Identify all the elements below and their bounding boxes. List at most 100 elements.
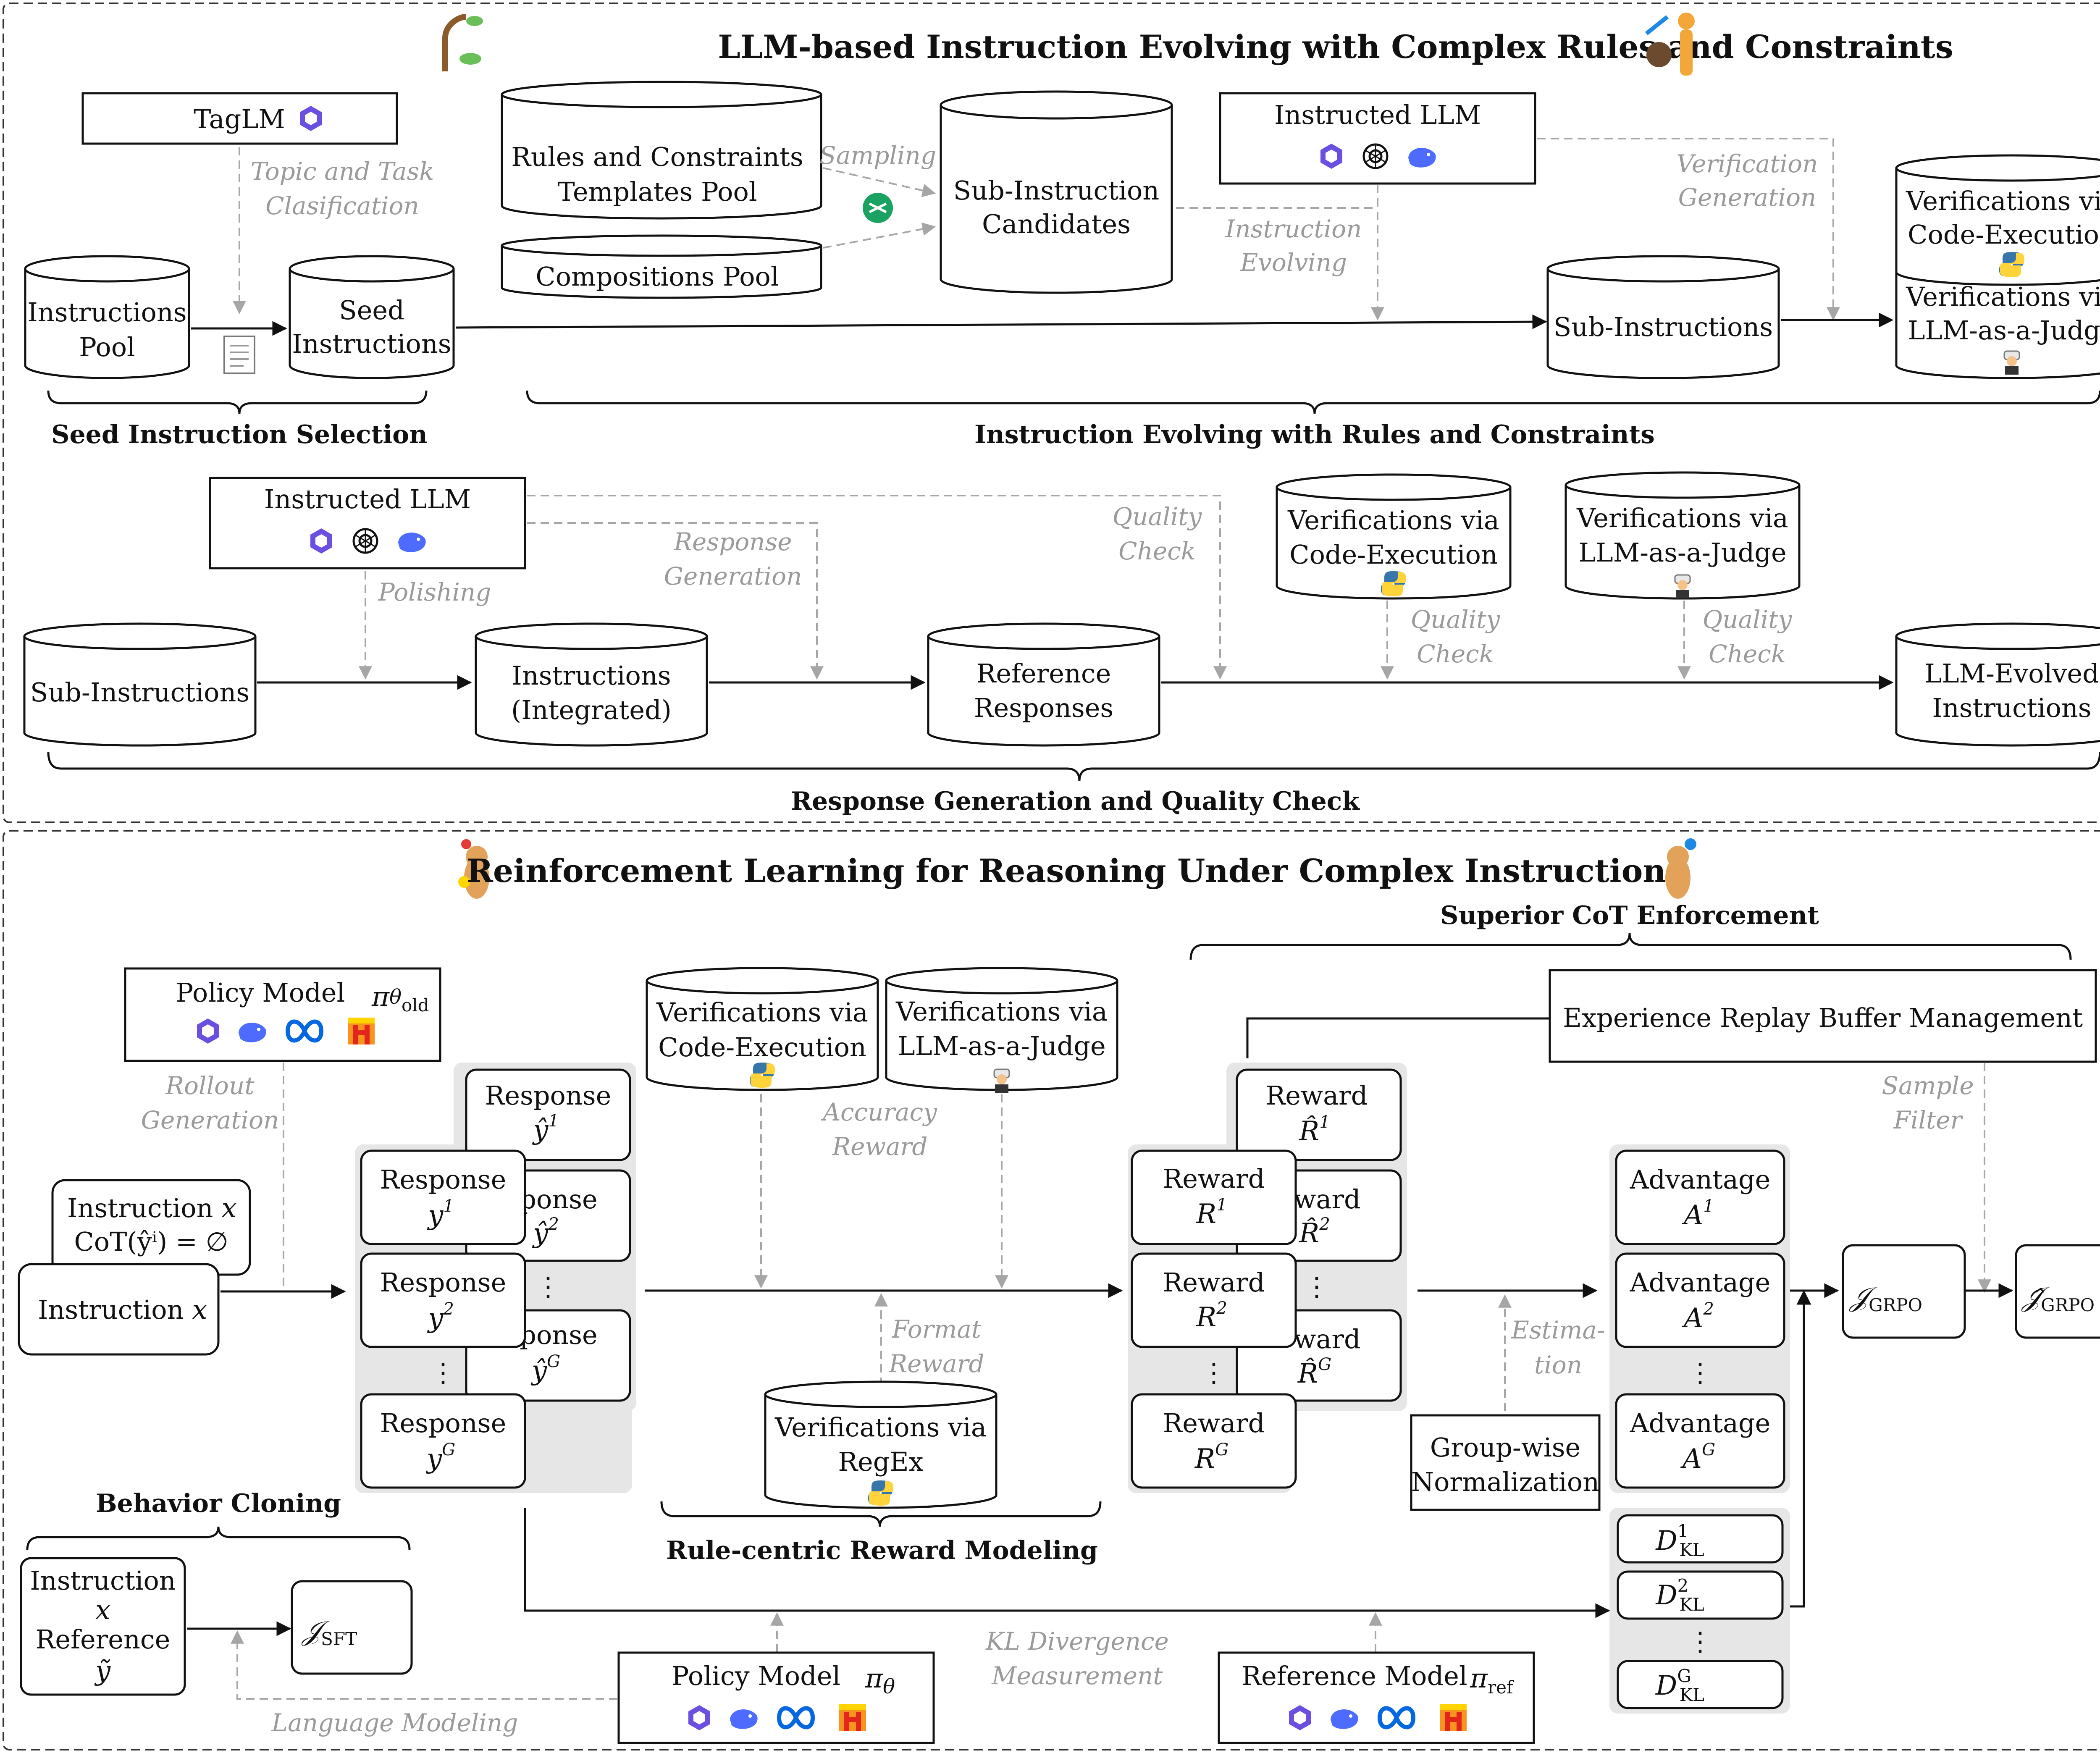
sub-cand-line1: Sub-Instruction	[953, 175, 1160, 206]
response-section-label: Response Generation and Quality Check	[791, 787, 1360, 816]
verif-code-bottom-line2: Code-Execution	[658, 1032, 866, 1063]
response-gen-line1: Response	[673, 527, 792, 556]
policy-model-label: Policy Model	[672, 1661, 841, 1691]
verif-code-bottom-line1: Verifications via	[656, 997, 868, 1028]
reward-2	[1131, 1252, 1297, 1348]
quality-check-judge-line1: Quality	[1703, 605, 1793, 634]
tree-icon	[442, 14, 483, 71]
replay-label: Experience Replay Buffer Management	[1563, 1002, 2083, 1033]
reward-g-label: Reward	[1163, 1408, 1265, 1438]
j-grpo-hat-sub: GRPO	[2041, 1295, 2095, 1315]
brace-behavior-cloning	[26, 1526, 411, 1550]
verif-judge-top-line2: LLM-as-a-Judge	[1908, 315, 2100, 346]
rule-centric-label: Rule-centric Reward Modeling	[666, 1536, 1098, 1565]
bottom-title: Reinforcement Learning for Reasoning Und…	[467, 852, 1684, 890]
verif-judge-top-line1: Verifications via	[1906, 281, 2100, 312]
quality-check-line2: Check	[1118, 537, 1196, 565]
reference-responses-cylinder	[927, 622, 1160, 747]
arrow-comp-sampling	[823, 222, 936, 249]
shuffle-icon	[863, 193, 893, 223]
vdots-hat: ⋮	[535, 1271, 561, 1302]
format-line2: Reward	[888, 1349, 984, 1378]
kl-1	[1617, 1514, 1784, 1564]
kl-1-sub: KL	[1679, 1540, 1704, 1560]
format-line1: Format	[892, 1315, 982, 1344]
kl-g	[1617, 1660, 1784, 1709]
sub-instructions-top-cylinder	[1546, 255, 1780, 379]
verif-judge-mid-cylinder	[1564, 471, 1801, 600]
kl-2	[1617, 1570, 1784, 1620]
advantage-g	[1615, 1393, 1785, 1489]
instructions-pool-line2: Pool	[79, 332, 135, 362]
compositions-pool-cylinder	[501, 234, 822, 299]
brace-superior-cot	[1189, 933, 2072, 960]
instructions-pool-cylinder	[24, 255, 190, 379]
brace-seed-selection	[47, 390, 428, 414]
top-frame	[3, 3, 2100, 823]
integrated-line2: (Integrated)	[511, 695, 672, 725]
vdots-response: ⋮	[430, 1357, 456, 1388]
verif-judge-mid-line1: Verifications via	[1576, 503, 1788, 533]
arrow-seed-subinstructions	[455, 314, 1547, 329]
verif-code-top-line1: Verifications via	[1906, 186, 2100, 216]
topic-task-label-2: Clasification	[265, 192, 419, 220]
rollout-line1: Rollout	[165, 1071, 255, 1100]
document-icon	[223, 336, 255, 374]
policy-old-label: Policy Model	[176, 977, 345, 1008]
seed-instructions-cylinder	[289, 255, 455, 379]
response-hat-2-label: ponse	[520, 1184, 597, 1215]
instr-evolving-line2: Evolving	[1240, 248, 1347, 277]
kl-line1: KL Divergence	[985, 1627, 1169, 1656]
arrow-quality-check-main	[527, 495, 1227, 680]
quality-check-judge-line2: Check	[1709, 640, 1786, 668]
verif-code-mid-cylinder	[1276, 473, 1512, 600]
sampling-label: Sampling	[819, 141, 936, 170]
polishing-label: Polishing	[378, 578, 491, 606]
verif-regex-cylinder	[764, 1380, 998, 1509]
top-title: LLM-based Instruction Evolving with Comp…	[718, 28, 1953, 66]
vdots-kl: ⋮	[1687, 1626, 1713, 1657]
theta-old-sub: old	[402, 995, 429, 1016]
evolving-section-label: Instruction Evolving with Rules and Cons…	[974, 420, 1655, 449]
ref-sub: ref	[1488, 1677, 1515, 1698]
arrow-kl-grpo	[1790, 1290, 1811, 1608]
kl-g-sub: KL	[1680, 1685, 1704, 1705]
j-sft-box	[291, 1580, 413, 1675]
advantage-g-math: AG	[1680, 1440, 1715, 1475]
sub-instructions-mid-label: Sub-Instructions	[30, 677, 249, 708]
reward-1-label: Reward	[1163, 1163, 1265, 1194]
reward-2-label: Reward	[1163, 1267, 1265, 1298]
arrow-response-generation	[527, 522, 824, 680]
quality-check-code-line2: Check	[1417, 640, 1494, 668]
response-1-math: y1	[427, 1197, 454, 1231]
instruction-x-bottom-label: Instruction	[38, 1294, 184, 1325]
sample-filter-line2: Filter	[1893, 1106, 1964, 1134]
response-hat-1-label: Response	[485, 1080, 612, 1111]
brace-rule-centric	[660, 1501, 1102, 1527]
advantage-g-label: Advantage	[1630, 1408, 1771, 1438]
kl-line2: Measurement	[991, 1661, 1163, 1690]
integrated-cylinder	[475, 622, 708, 747]
group-norm-line1: Group-wise	[1430, 1432, 1580, 1463]
reward-1	[1131, 1149, 1297, 1245]
vdots-reward: ⋮	[1201, 1357, 1227, 1388]
rules-pool-line1: Rules and Constraints	[511, 142, 803, 172]
instructions-pool-line1: Instructions	[27, 297, 186, 328]
reward-g-math: RG	[1194, 1440, 1228, 1475]
instructed-llm-top-label: Instructed LLM	[1274, 100, 1481, 130]
taglm-box	[81, 92, 398, 145]
bc-instruction-label: Instruction	[30, 1565, 176, 1596]
response-g	[360, 1393, 526, 1489]
bc-instruction-x: x	[95, 1595, 110, 1626]
reference-line1: Reference	[976, 658, 1111, 689]
rules-pool-cylinder	[501, 81, 822, 220]
verif-regex-line1: Verifications via	[774, 1412, 987, 1443]
sub-instructions-top-label: Sub-Instructions	[1554, 312, 1773, 342]
behavior-cloning-label: Behavior Cloning	[96, 1489, 341, 1518]
superior-cot-label: Superior CoT Enforcement	[1440, 901, 1819, 930]
llm-evolved-cylinder	[1895, 622, 2100, 747]
